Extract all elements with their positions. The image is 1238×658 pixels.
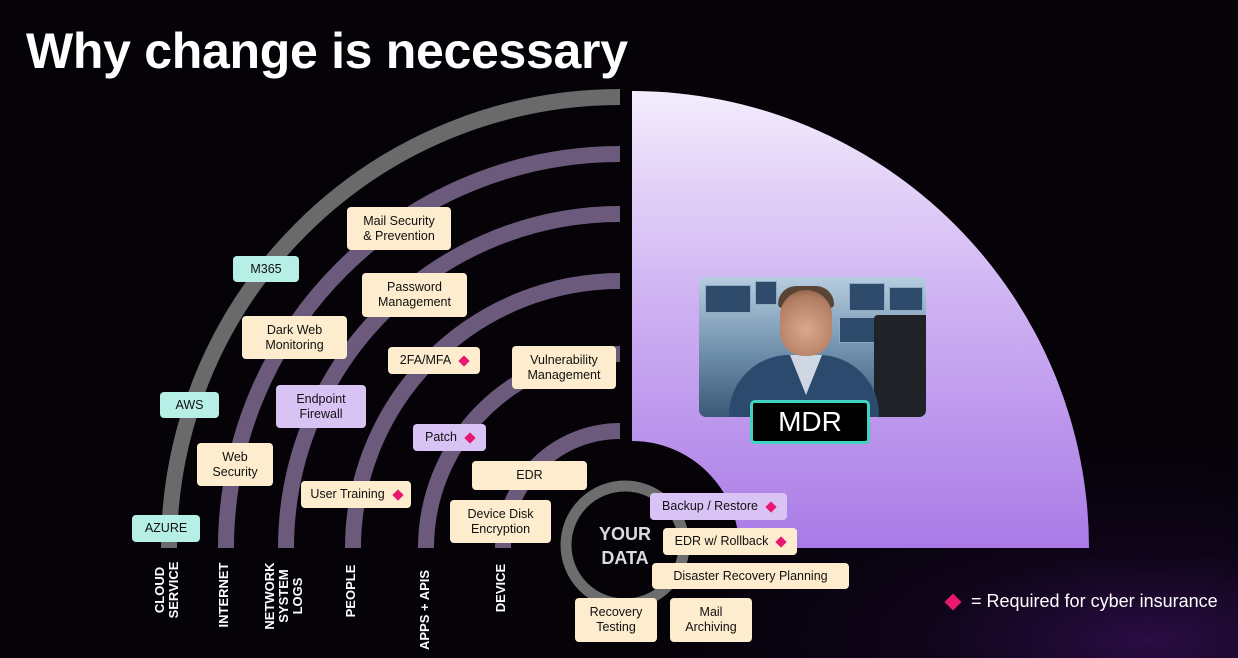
ring-label-apps-apis: APPS + APIS xyxy=(417,569,432,651)
ring-label-internet: INTERNET xyxy=(216,562,231,628)
box-label: M365 xyxy=(250,261,282,276)
box-aws: AWS xyxy=(160,392,219,418)
box-label: User Training xyxy=(310,487,385,501)
ring-label-network-system-logs: NETWORK SYSTEM LOGS xyxy=(262,562,305,630)
box-label: EDR xyxy=(516,468,543,482)
box-label: Vulnerability Management xyxy=(527,352,601,382)
legend-text: = Required for cyber insurance xyxy=(971,591,1218,611)
box-edr: EDR xyxy=(472,461,587,490)
box-label: AZURE xyxy=(144,521,188,535)
box-m365: M365 xyxy=(233,256,299,282)
box-disaster-recovery-planning: Disaster Recovery Planning xyxy=(652,563,849,589)
box-label: EDR w/ Rollback xyxy=(674,534,769,548)
mdr-label: MDR xyxy=(750,400,870,444)
required-diamond-icon xyxy=(765,500,777,513)
box-dark-web-monitoring: Dark Web Monitoring xyxy=(242,316,347,359)
box-azure: AZURE xyxy=(132,515,200,542)
box-user-training: User Training xyxy=(301,481,411,508)
required-diamond-icon xyxy=(392,488,404,501)
ring-label-cloud-service: CLOUD SERVICE xyxy=(152,561,181,619)
box-label: Web Security xyxy=(212,449,258,479)
box-label: Mail Archiving xyxy=(685,605,737,634)
your-data-label: YOUR DATA xyxy=(598,524,651,568)
box-label: Disaster Recovery Planning xyxy=(673,568,828,583)
box-mail-security: Mail Security & Prevention xyxy=(347,207,451,250)
box-label: 2FA/MFA xyxy=(399,353,452,367)
required-diamond-icon xyxy=(464,431,476,444)
box-backup-restore: Backup / Restore xyxy=(650,493,787,520)
box-mail-archiving: Mail Archiving xyxy=(670,598,752,642)
box-edr-rollback: EDR w/ Rollback xyxy=(663,528,797,555)
required-diamond-icon xyxy=(944,593,962,610)
box-label: Password Management xyxy=(378,280,451,309)
box-web-security: Web Security xyxy=(197,443,273,486)
ring-label-people: PEOPLE xyxy=(343,564,358,618)
mdr-analyst-photo xyxy=(699,277,926,417)
required-diamond-icon xyxy=(775,535,788,548)
box-label: Dark Web Monitoring xyxy=(265,322,324,352)
box-endpoint-firewall: Endpoint Firewall xyxy=(276,385,366,428)
ring-label-device: DEVICE xyxy=(493,563,508,613)
box-label: Device Disk Encryption xyxy=(467,506,534,536)
legend: = Required for cyber insurance xyxy=(944,591,1218,612)
box-label: Backup / Restore xyxy=(662,499,758,513)
box-recovery-testing: Recovery Testing xyxy=(575,598,657,642)
box-2fa-mfa: 2FA/MFA xyxy=(388,347,480,374)
box-label: Patch xyxy=(425,430,457,444)
box-vulnerability-management: Vulnerability Management xyxy=(512,346,616,389)
box-label: AWS xyxy=(175,397,204,412)
page-title: Why change is necessary xyxy=(26,23,628,79)
box-password-management: Password Management xyxy=(362,273,467,317)
box-device-disk-encryption: Device Disk Encryption xyxy=(450,500,551,543)
ring-cloud-service xyxy=(161,89,621,549)
box-label: Mail Security & Prevention xyxy=(363,213,435,243)
box-label: Recovery Testing xyxy=(589,605,643,634)
required-diamond-icon xyxy=(458,354,470,367)
box-patch: Patch xyxy=(413,424,486,451)
box-label: Endpoint Firewall xyxy=(296,391,346,421)
